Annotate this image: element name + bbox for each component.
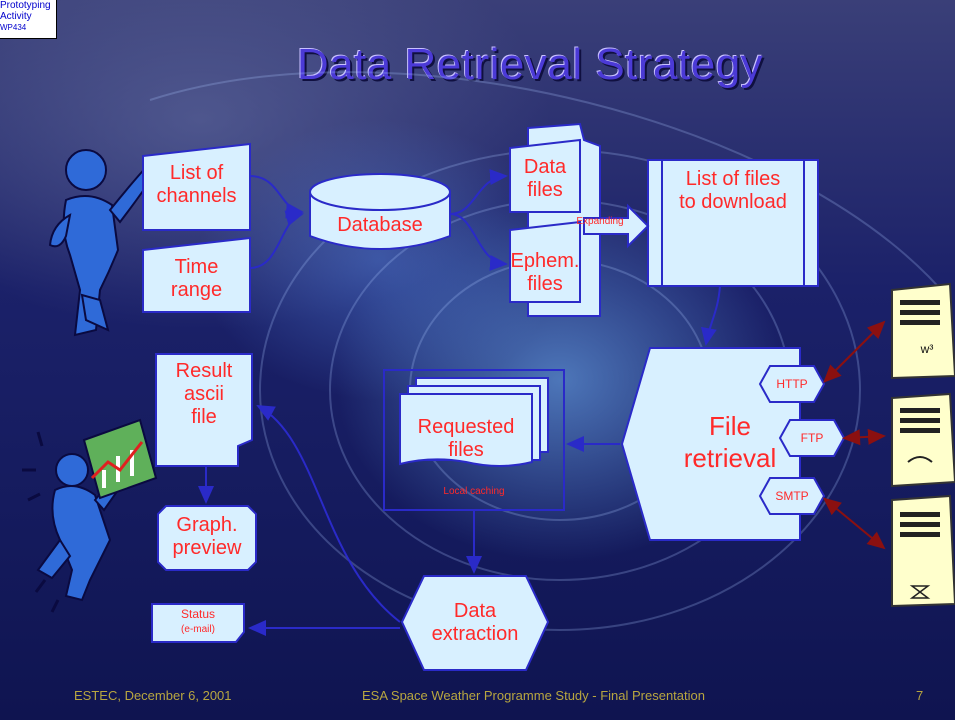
status-label: Status: [180, 607, 216, 621]
data-files-label: Data files: [523, 156, 567, 201]
slide-title: Data Retrieval Strategy: [296, 40, 764, 89]
file-retrieval-label: File retrieval: [683, 411, 777, 473]
http-hex: [758, 365, 826, 403]
smtp-server-link: [822, 497, 886, 550]
smtp-label: SMTP: [775, 489, 809, 503]
server-icon-web: [891, 282, 955, 380]
local-caching-label: Local caching: [443, 486, 505, 497]
http-label: HTTP: [776, 377, 808, 391]
result-ascii-label: Result ascii file: [175, 360, 233, 428]
ftp-server-link: [842, 428, 886, 446]
server-icon-ftp: [891, 392, 955, 488]
timerange-to-database-arrow: [249, 210, 304, 269]
ephem-files-shape: [509, 220, 581, 303]
list-of-channels-shape: [142, 142, 251, 231]
web-server-label: w³: [920, 342, 934, 356]
corner-tag-line3: WP434: [0, 23, 27, 32]
data-extraction-hex: [400, 575, 550, 671]
footer-study-title: ESA Space Weather Programme Study - Fina…: [362, 688, 705, 703]
requested-files-shape: [399, 393, 533, 467]
file-retrieval-shape: [620, 347, 801, 541]
person-chart-icon: [22, 418, 158, 613]
http-server-link: [823, 320, 886, 383]
channels-to-database-arrow: [249, 175, 304, 219]
time-range-label: Time range: [170, 256, 223, 301]
status-shape: [151, 603, 245, 643]
database-to-ephemfiles-arrow: [449, 213, 508, 271]
data-extraction-label: Data extraction: [431, 600, 519, 645]
ftp-label: FTP: [800, 431, 824, 445]
graph-preview-label: Graph. preview: [172, 514, 242, 559]
corner-tag-line1: Prototyping: [0, 0, 51, 11]
smtp-hex: [758, 477, 826, 515]
list-of-channels-label: List of channels: [156, 162, 237, 207]
footer-date: ESTEC, December 6, 2001: [74, 688, 232, 703]
corner-tag-line2: Activity: [0, 11, 32, 22]
database-to-datafiles-arrow: [449, 169, 508, 215]
expanding-label: Expanding: [576, 216, 624, 227]
data-files-shape: [509, 138, 581, 213]
ftp-hex: [778, 419, 846, 457]
list-of-files-label: List of files to download: [679, 168, 787, 213]
graph-preview-shape: [157, 505, 257, 571]
expanding-arrow-shape: [583, 203, 650, 249]
extraction-to-result-arrow: [256, 405, 401, 623]
database-shape: [309, 173, 451, 250]
ephem-files-label: Ephem. files: [510, 250, 580, 295]
result-ascii-shape: [155, 353, 253, 467]
time-range-shape: [142, 236, 251, 313]
server-icon-mail: [891, 494, 955, 608]
person-icon: [48, 149, 158, 337]
listfiles-to-retrieval-arrow: [700, 285, 721, 346]
list-of-files-shape: [647, 159, 819, 287]
footer-page-number: 7: [916, 688, 924, 703]
status-sub-label: (e-mail): [181, 624, 215, 635]
corner-tag: Prototyping Activity WP434: [0, 0, 57, 39]
database-label: Database: [337, 214, 423, 236]
requested-files-label: Requested files: [417, 416, 515, 461]
